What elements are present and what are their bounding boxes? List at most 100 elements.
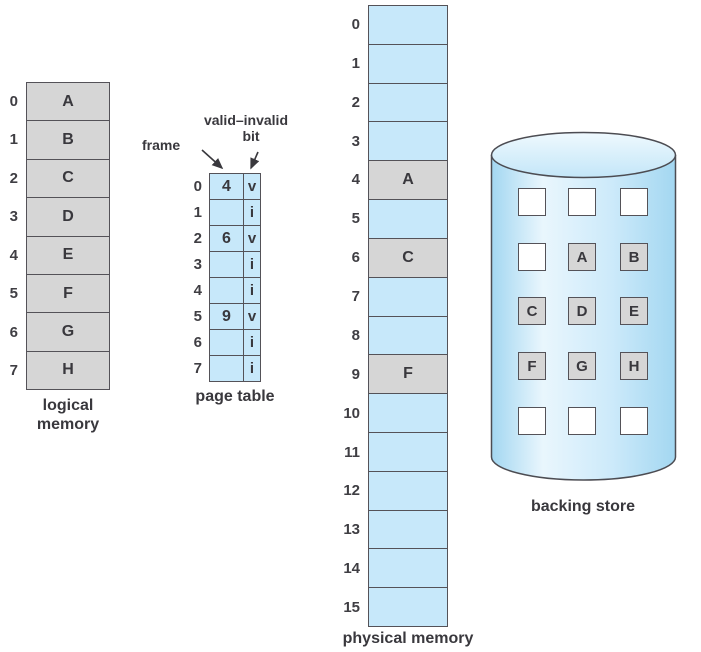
page-table-caption: page table bbox=[195, 388, 275, 405]
physical-memory-index: 5 bbox=[351, 210, 360, 228]
physical-memory-cell bbox=[369, 277, 447, 316]
page-table-frame-cell bbox=[210, 278, 243, 303]
page-table-frame-cell bbox=[210, 330, 243, 355]
physical-memory-row bbox=[369, 393, 447, 432]
physical-memory-index: 4 bbox=[351, 171, 360, 189]
page-table-index: 6 bbox=[193, 334, 202, 352]
physical-memory-row bbox=[369, 587, 447, 626]
page-table-frame-cell bbox=[210, 252, 243, 277]
physical-memory-cell: F bbox=[369, 355, 447, 394]
page-table-index: 7 bbox=[193, 360, 202, 378]
page-table-frame-cell: 4 bbox=[210, 174, 243, 199]
frame-arrow-icon bbox=[201, 149, 224, 170]
physical-memory-row: F bbox=[369, 354, 447, 394]
physical-memory-index: 9 bbox=[351, 365, 360, 383]
physical-memory-index: 6 bbox=[351, 249, 360, 267]
backing-store-page bbox=[620, 407, 648, 435]
logical-memory-caption: logical memory bbox=[16, 396, 120, 434]
physical-memory-cell: C bbox=[369, 238, 447, 277]
physical-memory-index: 11 bbox=[344, 443, 360, 461]
logical-memory-index: 6 bbox=[9, 323, 18, 341]
logical-memory-cell: E bbox=[27, 236, 109, 274]
backing-store-page bbox=[568, 188, 596, 216]
page-table-bit-cell: v bbox=[243, 304, 260, 329]
logical-memory-caption-line2: memory bbox=[36, 416, 100, 433]
page-table-index: 1 bbox=[193, 203, 202, 221]
physical-memory-cell bbox=[369, 200, 447, 238]
label-arrows bbox=[201, 149, 260, 170]
physical-memory-row bbox=[369, 548, 447, 588]
page-table-bit-cell: i bbox=[243, 278, 260, 303]
physical-memory-row: A bbox=[369, 160, 447, 200]
physical-memory-row bbox=[369, 470, 447, 510]
backing-store-page: C bbox=[518, 297, 546, 325]
physical-memory-index: 7 bbox=[351, 288, 360, 306]
page-table-bit-cell: i bbox=[243, 252, 260, 277]
logical-memory-index: 3 bbox=[9, 208, 18, 226]
physical-memory-row bbox=[369, 6, 447, 44]
logical-memory-index: 2 bbox=[9, 169, 18, 187]
page-table-bit-cell: v bbox=[243, 174, 260, 199]
logical-memory-cell: H bbox=[27, 351, 109, 389]
page-table-index: 0 bbox=[193, 177, 202, 195]
physical-memory-row bbox=[369, 315, 447, 355]
backing-store-page: F bbox=[518, 352, 546, 380]
physical-memory-cell bbox=[369, 549, 447, 588]
backing-store-page: B bbox=[620, 243, 648, 271]
logical-memory-cell: B bbox=[27, 121, 109, 159]
backing-store-page: G bbox=[568, 352, 596, 380]
page-table-row: i bbox=[210, 277, 260, 303]
logical-memory-cell: A bbox=[27, 83, 109, 121]
backing-store-caption: backing store bbox=[530, 498, 636, 515]
bit-label: bit bbox=[242, 128, 260, 144]
physical-memory-caption: physical memory bbox=[342, 630, 474, 647]
physical-memory-index: 13 bbox=[343, 521, 360, 539]
page-table-frame-cell bbox=[210, 200, 243, 225]
page-table-row: i bbox=[210, 355, 260, 381]
page-table-row: i bbox=[210, 251, 260, 277]
physical-memory-cell bbox=[369, 44, 447, 83]
bit-arrow-icon bbox=[250, 151, 260, 170]
physical-memory-cell: A bbox=[369, 161, 447, 200]
physical-memory-cell bbox=[369, 316, 447, 355]
backing-store-page bbox=[518, 188, 546, 216]
physical-memory-row bbox=[369, 276, 447, 316]
backing-store-page bbox=[620, 188, 648, 216]
logical-memory-index: 4 bbox=[9, 246, 18, 264]
page-table-bit-cell: i bbox=[243, 356, 260, 381]
logical-memory-cell: F bbox=[27, 274, 109, 313]
physical-memory-index: 2 bbox=[351, 93, 360, 111]
logical-memory-row: B bbox=[27, 120, 109, 159]
page-table-frame-cell: 9 bbox=[210, 304, 243, 329]
page-table-frame-cell: 6 bbox=[210, 226, 243, 251]
logical-memory-cell: C bbox=[27, 159, 109, 198]
logical-memory-cell: G bbox=[27, 313, 109, 351]
page-table-frame-cell bbox=[210, 356, 243, 381]
page-table-bit-cell: v bbox=[243, 226, 260, 251]
logical-memory-index: 0 bbox=[9, 92, 18, 110]
logical-memory-row: A bbox=[27, 83, 109, 121]
logical-memory-row: G bbox=[27, 312, 109, 351]
logical-memory-row: C bbox=[27, 158, 109, 198]
logical-memory-index: 5 bbox=[9, 285, 18, 303]
frame-label: frame bbox=[142, 137, 181, 153]
logical-memory-caption-line1: logical bbox=[42, 397, 94, 414]
physical-memory-cell bbox=[369, 510, 447, 549]
physical-memory-cell bbox=[369, 432, 447, 471]
physical-memory-cell bbox=[369, 394, 447, 432]
page-table-index: 3 bbox=[193, 255, 202, 273]
physical-memory-row: C bbox=[369, 237, 447, 277]
logical-memory-row: F bbox=[27, 273, 109, 313]
physical-memory-index: 10 bbox=[343, 404, 360, 422]
physical-memory-row bbox=[369, 82, 447, 122]
physical-memory-index: 15 bbox=[343, 599, 360, 617]
backing-store-page: H bbox=[620, 352, 648, 380]
